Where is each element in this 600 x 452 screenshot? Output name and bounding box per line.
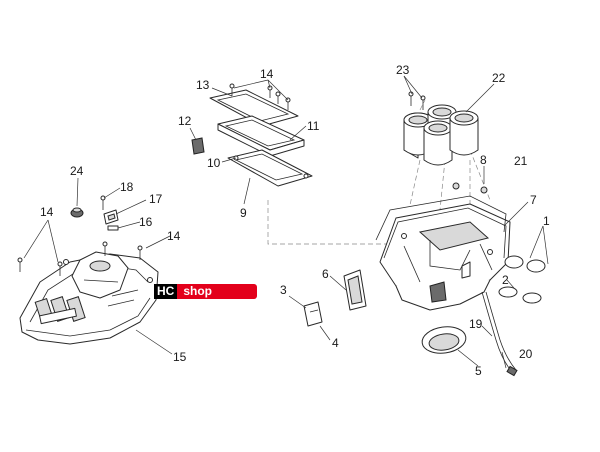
- air-filter-11: [217, 115, 305, 157]
- callout-12: 12: [178, 114, 192, 128]
- callout-10: 10: [207, 156, 221, 170]
- plugs-8: [452, 182, 488, 194]
- callout-8: 8: [480, 153, 487, 167]
- clip-12: [191, 137, 205, 155]
- filter-cover-13: [209, 89, 299, 127]
- callout-4: 4: [332, 336, 339, 350]
- callout-18: 18: [120, 180, 134, 194]
- airbox-body: [379, 203, 511, 311]
- o-rings: [498, 255, 546, 304]
- callout-16: 16: [139, 215, 153, 229]
- callout-15: 15: [173, 350, 187, 364]
- callout-14-left: 14: [40, 205, 54, 219]
- bracket-3: [303, 301, 323, 327]
- drain-hose: [481, 291, 518, 377]
- watermark-hc: HC: [154, 284, 178, 299]
- callout-11: 11: [307, 119, 320, 133]
- callout-labels: 1 2 3 4 5 6 7 8 9 10 11 12 13 14 14 14 1…: [40, 63, 550, 378]
- velocity-stacks: [403, 104, 479, 166]
- callout-24: 24: [70, 164, 84, 178]
- callout-14-top: 14: [260, 67, 274, 81]
- callout-6: 6: [322, 267, 329, 281]
- watermark-shop: shop: [177, 284, 258, 299]
- intake-duct-6: [343, 269, 367, 311]
- airbox-cover: [19, 251, 159, 345]
- callout-1: 1: [543, 214, 550, 228]
- callout-7: 7: [530, 193, 537, 207]
- grommet: [70, 207, 84, 218]
- screws-23: [408, 91, 426, 110]
- hcshop-watermark: HC shop: [154, 284, 258, 299]
- callout-14-mid: 14: [167, 229, 181, 243]
- gasket-21: [375, 195, 507, 241]
- callout-20: 20: [519, 347, 533, 361]
- callout-21: 21: [514, 154, 528, 168]
- callout-23: 23: [396, 63, 410, 77]
- callout-3: 3: [280, 283, 287, 297]
- leader-lines: [23, 75, 549, 369]
- callout-5: 5: [475, 364, 482, 378]
- callout-17: 17: [149, 192, 163, 206]
- callout-2: 2: [502, 273, 509, 287]
- screws-left: [17, 241, 143, 276]
- callout-19: 19: [469, 317, 483, 331]
- rubber-ring-5: [421, 326, 467, 354]
- small-bracket-assembly: [100, 195, 119, 231]
- callout-9: 9: [240, 206, 247, 220]
- filter-frame-9: [227, 149, 313, 187]
- callout-22: 22: [492, 71, 506, 85]
- callout-13: 13: [196, 78, 210, 92]
